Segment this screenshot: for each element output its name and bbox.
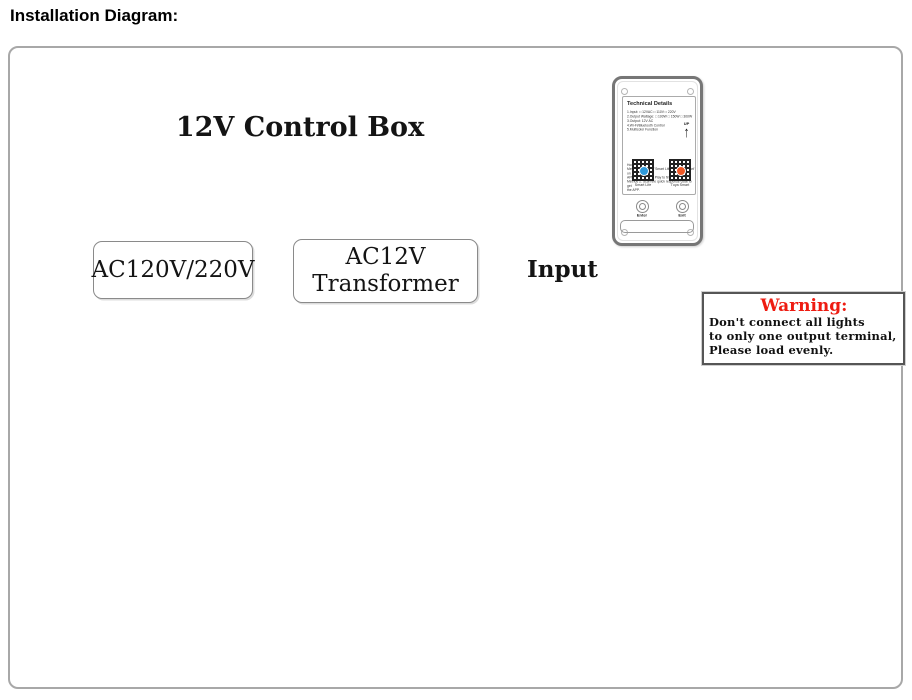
warning-title: Warning: [760, 296, 848, 316]
input-label: Input [527, 256, 598, 283]
enter-button [636, 200, 649, 213]
enter-button-label: Enter [636, 213, 648, 218]
screw-hole [687, 88, 694, 95]
diagram-frame [8, 46, 903, 689]
control-box-device: Technical Details 1.Input: □ 12VAC □ 110… [612, 76, 703, 246]
panel-title: Technical Details [627, 100, 673, 107]
page-title: Installation Diagram: [10, 6, 179, 25]
tuya-smart-badge-icon [676, 166, 686, 176]
exit-button [676, 200, 689, 213]
terminal-slot [620, 220, 694, 233]
exit-button-label: Exit [678, 213, 686, 218]
qr-left-label: Smart Life [634, 183, 652, 188]
power-source-box: AC120V/220V [91, 241, 255, 299]
up-arrow-icon: ↑ [683, 123, 690, 141]
up-orientation-marker: UP ↑ [681, 119, 692, 141]
power-source-label: AC120V/220V [91, 257, 255, 283]
qr-code-smart-life [632, 159, 654, 181]
main-title: 12V Control Box [175, 112, 425, 143]
up-label: UP [683, 121, 690, 126]
control-box-face [617, 81, 698, 241]
screw-hole [621, 88, 628, 95]
qr-code-tuya-smart [669, 159, 691, 181]
smart-life-badge-icon [639, 166, 649, 176]
qr-right-label: Tuya Smart [670, 183, 690, 188]
technical-details-panel: Technical Details 1.Input: □ 12VAC □ 110… [622, 96, 696, 195]
